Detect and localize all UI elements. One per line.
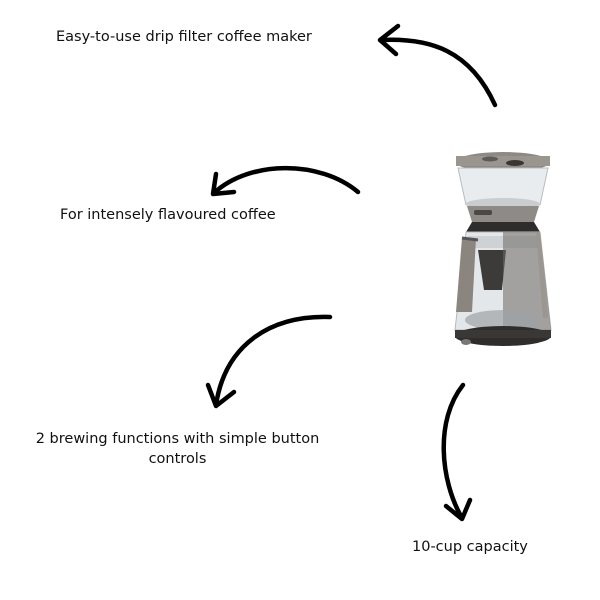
arrow-2-icon [210, 165, 361, 197]
feature-label-2: For intensely flavoured coffee [60, 207, 276, 223]
arrow-1-icon [377, 23, 498, 108]
feature-label-3-line1: 2 brewing functions with simple button [35, 431, 320, 447]
arrow-4-icon [441, 382, 473, 522]
arrow-3-icon [205, 314, 333, 409]
feature-label-3-line2: controls [148, 451, 207, 467]
feature-label-4: 10-cup capacity [412, 539, 528, 555]
coffee-maker-image [454, 152, 552, 346]
feature-label-3: 2 brewing functions with simple button c… [25, 431, 330, 467]
feature-label-1: Easy-to-use drip filter coffee maker [56, 29, 312, 45]
